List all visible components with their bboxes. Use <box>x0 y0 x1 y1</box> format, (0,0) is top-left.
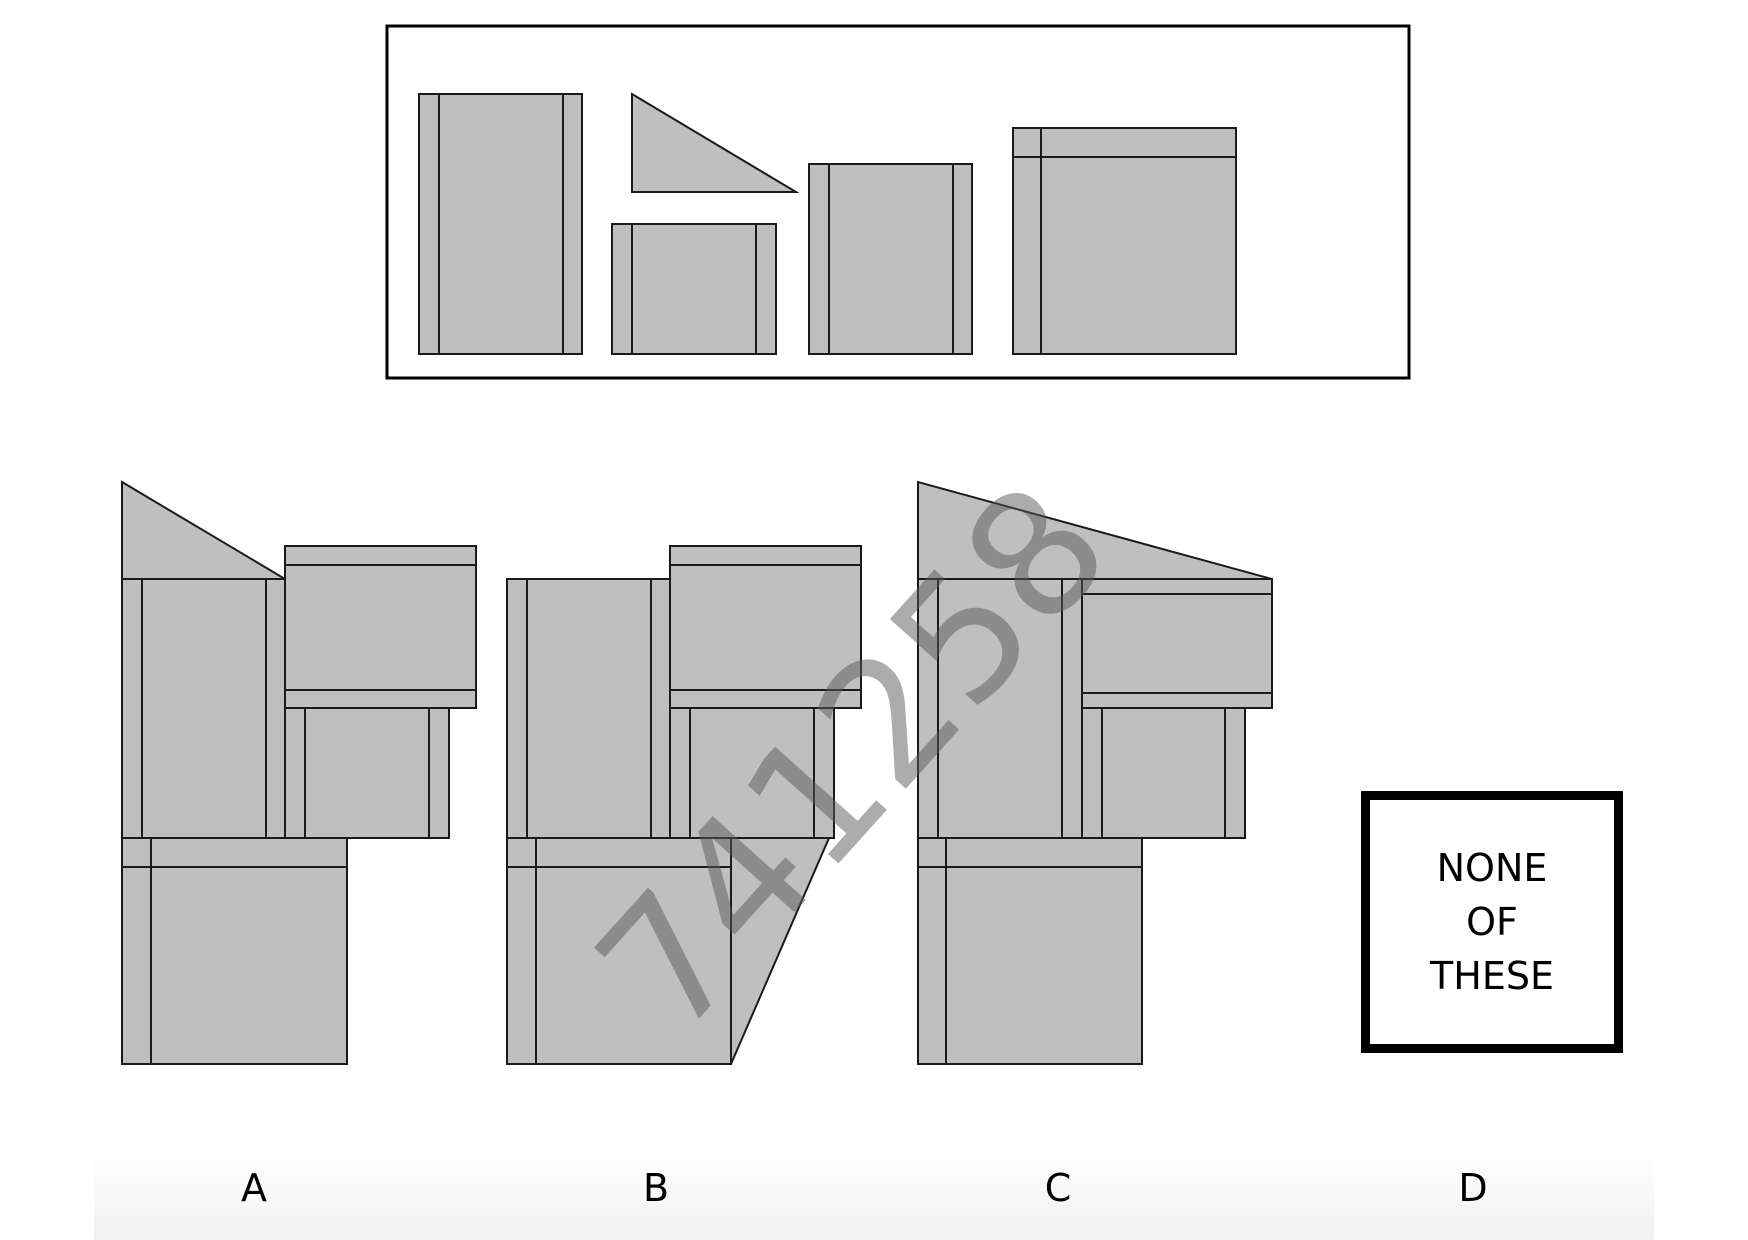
none-box-line-1: NONE <box>1436 846 1548 890</box>
pieces-panel-frame <box>385 24 1411 380</box>
option-b-label[interactable]: B <box>642 1166 670 1210</box>
none-of-these-box[interactable]: NONE OF THESE <box>1361 791 1623 1053</box>
none-box-line-3: THESE <box>1430 954 1554 998</box>
option-d-label[interactable]: D <box>1458 1166 1488 1210</box>
option-b-figure[interactable] <box>506 545 862 1065</box>
piece-vertical-rectangle <box>418 93 583 355</box>
pieces-panel <box>385 24 1411 380</box>
piece-square <box>808 163 973 355</box>
none-box-line-2: OF <box>1466 900 1518 944</box>
option-c-label[interactable]: C <box>1044 1166 1072 1210</box>
option-a-figure[interactable] <box>121 480 477 1065</box>
option-c-figure[interactable] <box>917 480 1273 1065</box>
bottom-fade <box>94 1150 1654 1240</box>
piece-right-triangle <box>631 92 800 193</box>
option-a-label[interactable]: A <box>241 1166 267 1210</box>
piece-large-square <box>1012 127 1237 355</box>
piece-short-rectangle <box>611 223 777 355</box>
